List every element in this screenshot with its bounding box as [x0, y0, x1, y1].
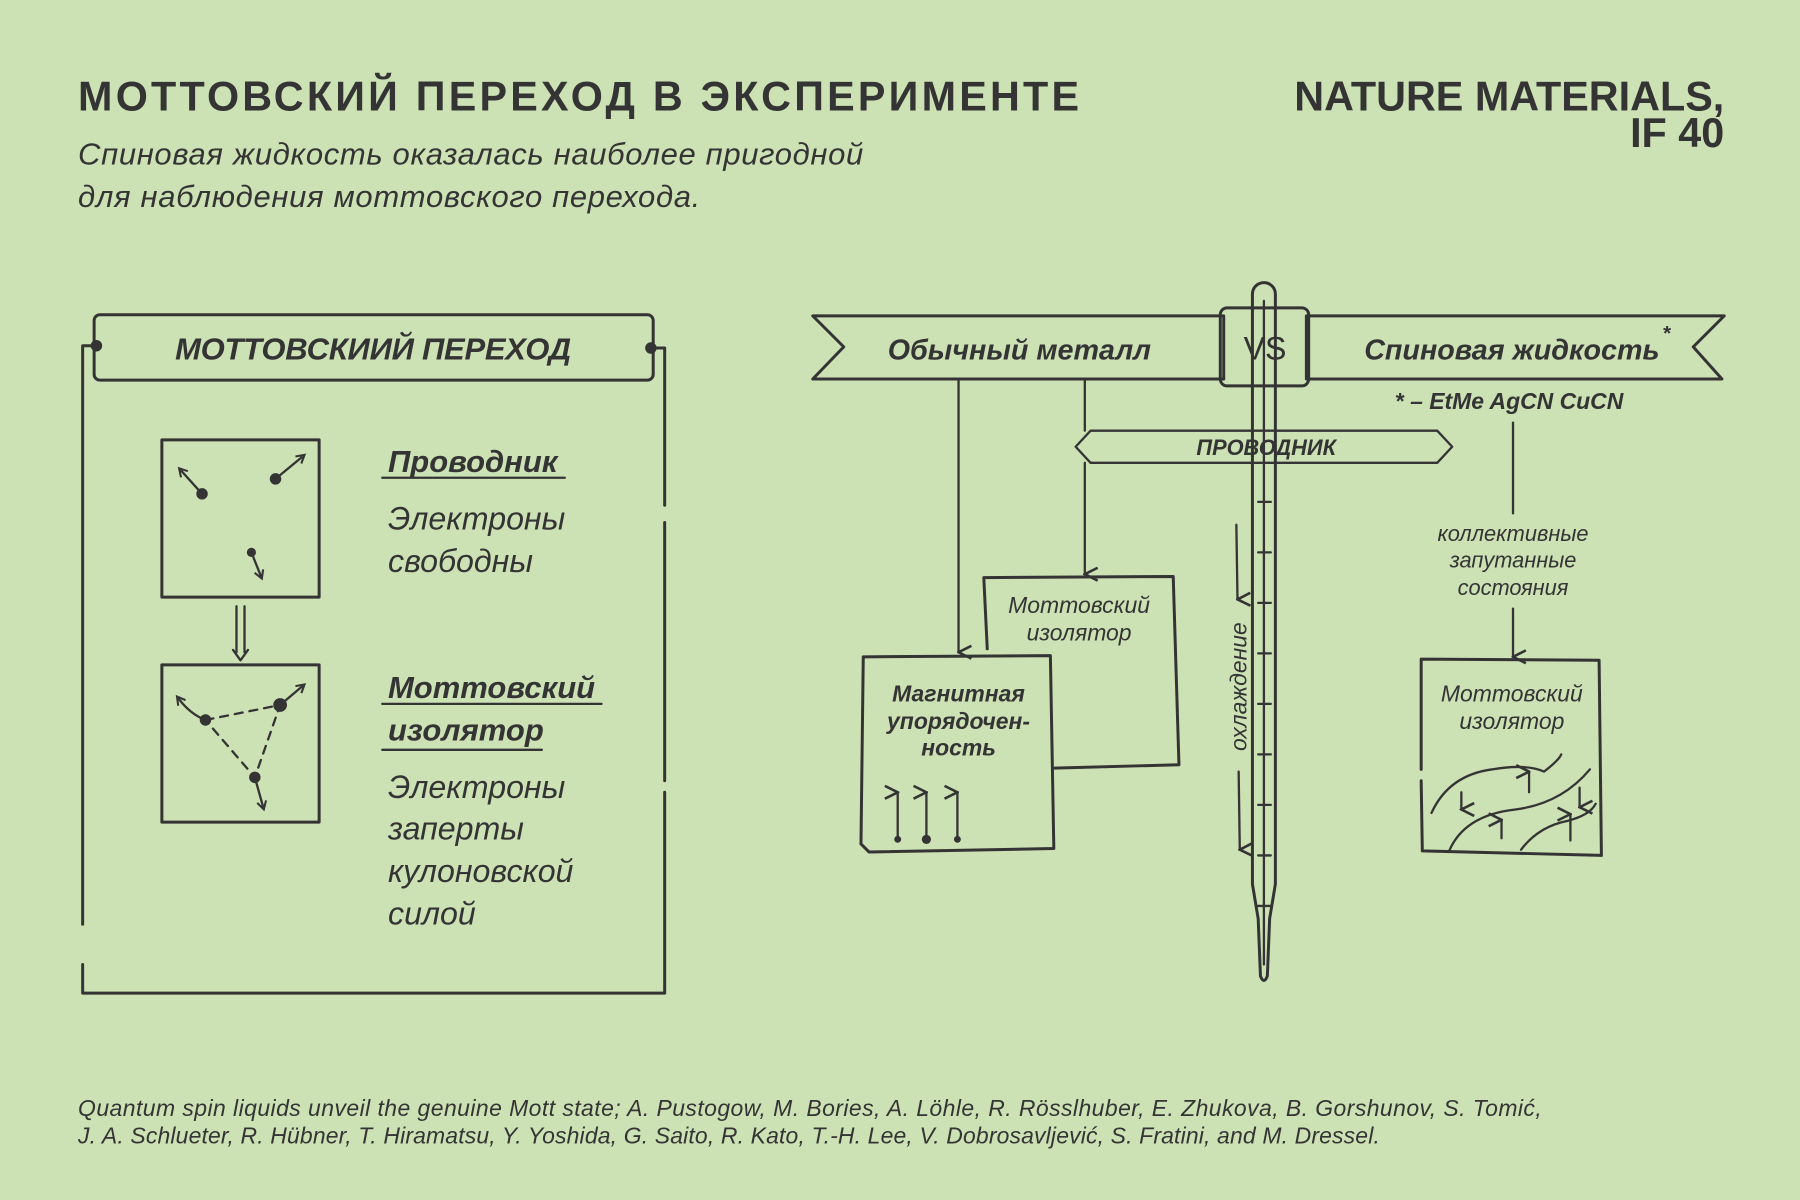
asterisk: * [1662, 322, 1671, 345]
conductor-sign-label: ПРОВОДНИК [1196, 435, 1337, 460]
bound-electrons-icon [175, 683, 307, 812]
subtitle-line-2: для наблюдения моттовского перехода. [78, 179, 700, 214]
comparison-panel: VS Обычный металл Спиновая жидкость * * … [811, 281, 1726, 983]
conductor-title: Проводник [388, 444, 559, 479]
panel-heading: МОТТОВСКИИЙ ПЕРЕХОД [175, 331, 571, 367]
magnetic-box-label: упорядочен- [886, 708, 1030, 734]
vs-badge [1218, 306, 1311, 388]
mott-insulator-diagram [160, 663, 321, 824]
thermometer-icon [1250, 281, 1277, 983]
entangled-label: запутанные [1449, 547, 1577, 572]
spin-liquid-mott-box [1419, 657, 1603, 857]
journal-name: NATURE MATERIALS, [1294, 73, 1724, 119]
free-electrons-icon [177, 453, 307, 581]
aligned-spins-icon [894, 792, 961, 844]
impact-factor: IF 40 [1630, 110, 1724, 156]
magnetic-box-label: ность [921, 735, 996, 761]
spin-liquid-label: Спиновая жидкость [1364, 335, 1659, 367]
mott-title: изолятор [388, 713, 544, 748]
mott-box-label: изолятор [1027, 620, 1132, 646]
entangled-spins-icon [1430, 753, 1597, 854]
cooling-arrow-icon [1237, 770, 1240, 850]
mott-transition-panel: МОТТОВСКИИЙ ПЕРЕХОД Проводник Электроны … [81, 313, 667, 995]
mott-desc: Электроны [388, 769, 565, 805]
magnetic-order-box [859, 654, 1056, 854]
panel-frame [81, 344, 667, 995]
entangled-label: коллективные [1438, 521, 1589, 546]
banner-spin-liquid [1304, 314, 1726, 381]
banner-ordinary-metal [811, 314, 1226, 381]
footnote-compound: * – EtMe AgCN CuCN [1395, 388, 1624, 414]
conductor-desc: Электроны [388, 500, 565, 536]
vs-label: VS [1244, 331, 1287, 367]
citation-line-1: Quantum spin liquids unveil the genuine … [78, 1095, 1542, 1121]
mott-box-label: изолятор [1459, 708, 1564, 734]
mott-insulator-box [982, 574, 1181, 770]
cooling-label: охлаждение [1226, 622, 1252, 751]
mott-box-label: Моттовский [1441, 681, 1583, 707]
conductor-diagram [160, 438, 321, 599]
page-title: МОТТОВСКИЙ ПЕРЕХОД В ЭКСПЕРИМЕНТЕ [78, 73, 1079, 119]
double-arrow-down-icon [231, 605, 250, 662]
mott-box-label: Моттовский [1008, 592, 1150, 618]
entangled-label: состояния [1458, 575, 1569, 600]
magnetic-box-label: Магнитная [892, 681, 1025, 707]
conductor-sign [1074, 429, 1454, 464]
subtitle-line-1: Спиновая жидкость оказалась наиболее при… [78, 136, 863, 171]
mott-desc: кулоновской [388, 853, 574, 889]
cooling-arrow-icon [1235, 523, 1237, 600]
conductor-desc: свободны [388, 543, 533, 579]
mott-title: Моттовский [388, 670, 595, 705]
mott-desc: силой [388, 895, 476, 931]
mott-desc: заперты [387, 810, 524, 846]
citation-line-2: J. A. Schlueter, R. Hübner, T. Hiramatsu… [77, 1123, 1380, 1149]
ordinary-metal-label: Обычный металл [888, 335, 1151, 367]
